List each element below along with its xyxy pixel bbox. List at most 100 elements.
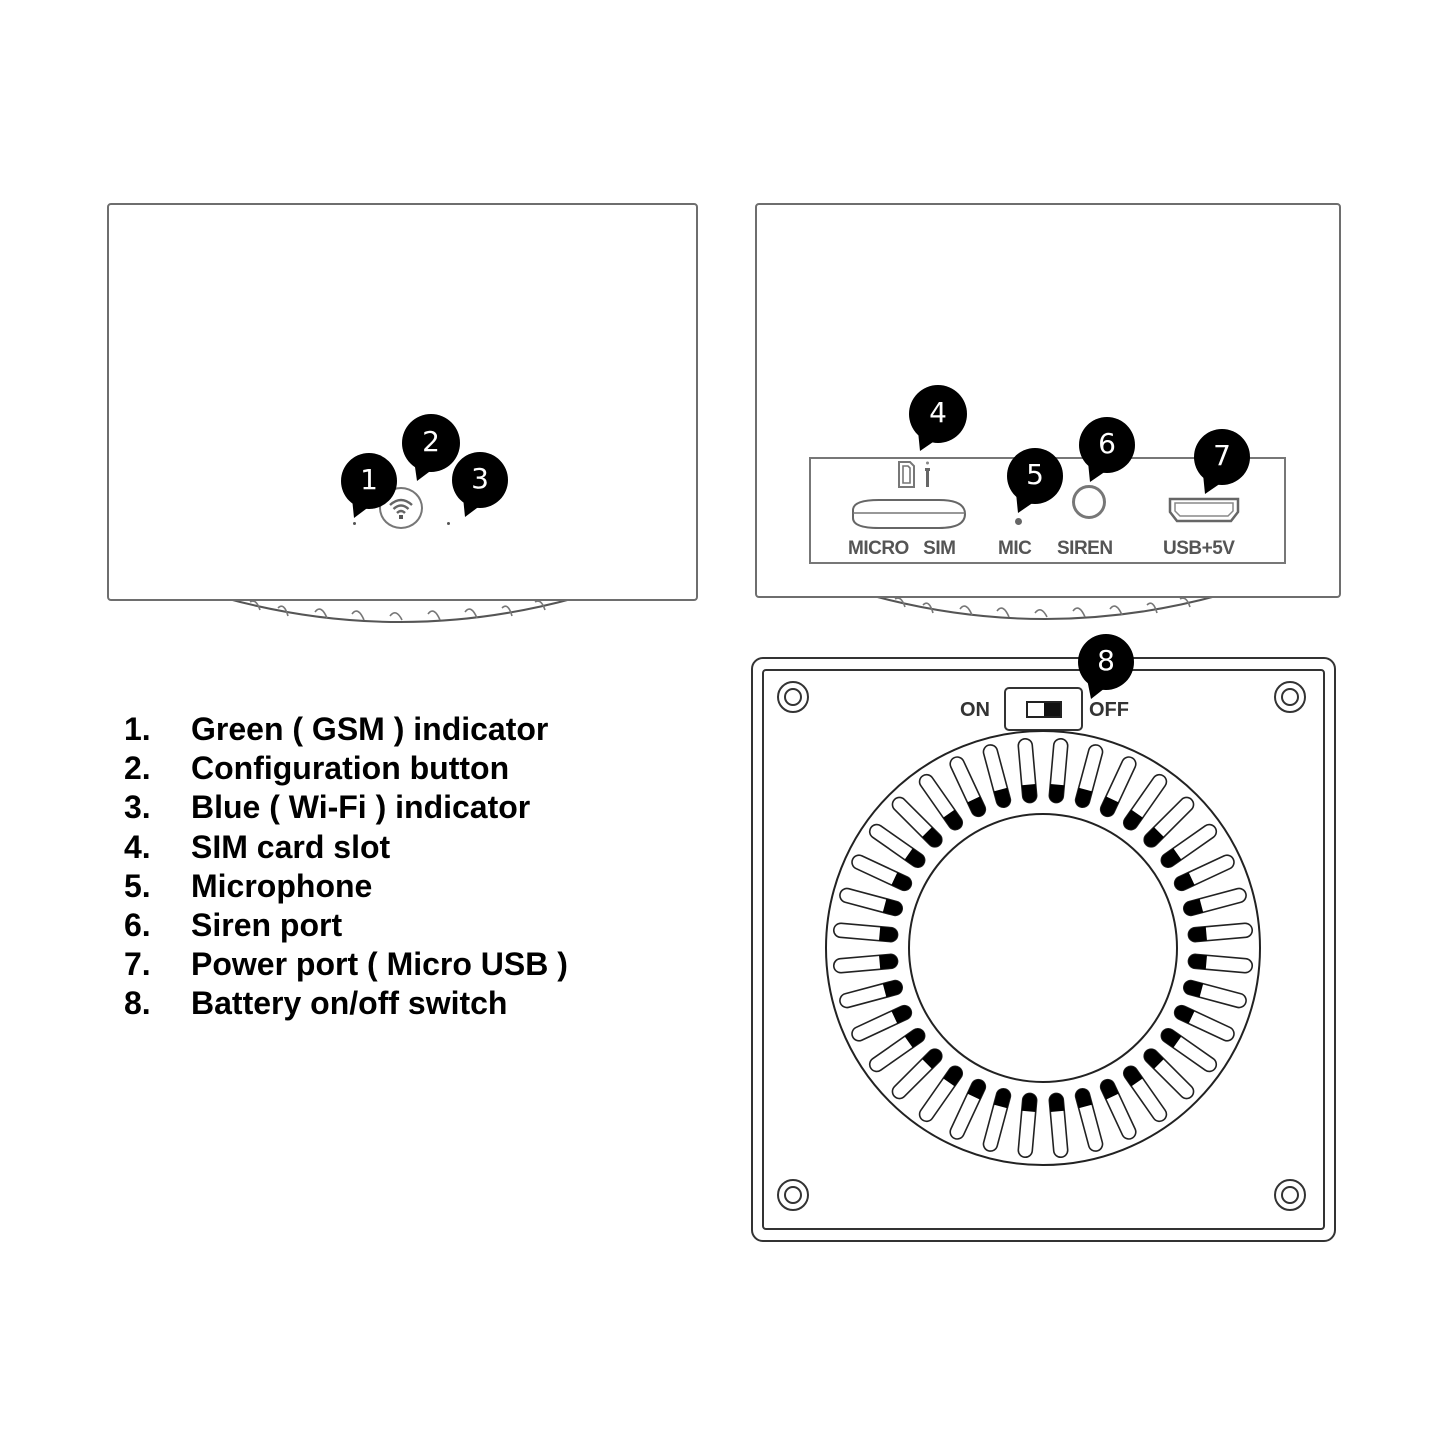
vent-slot	[949, 756, 987, 818]
callout-number: 5	[1026, 458, 1044, 491]
legend-number: 1.	[124, 711, 151, 748]
callout-number: 6	[1098, 427, 1116, 460]
callout-number: 4	[929, 396, 947, 429]
vent-slot	[1122, 1065, 1168, 1123]
vent-slot	[851, 854, 913, 892]
legend-list: 1. Green ( GSM ) indicator 2. Configuratio…	[124, 710, 568, 1024]
vent-slot	[868, 823, 926, 869]
legend-number: 3.	[124, 789, 151, 826]
vent-slot	[1182, 979, 1247, 1009]
vent-slot	[1074, 1087, 1104, 1152]
base-lip-right	[869, 594, 1221, 620]
legend-item: 8. Battery on/off switch	[124, 984, 568, 1023]
vent-slot	[1160, 823, 1218, 869]
legend-item: 3. Blue ( Wi-Fi ) indicator	[124, 788, 568, 827]
base-lip-left	[224, 597, 576, 623]
front-view-panel	[107, 203, 698, 601]
switch-knob	[1044, 703, 1060, 716]
vent-slot	[832, 953, 899, 974]
vent-slot	[839, 979, 904, 1009]
legend-item: 7. Power port ( Micro USB )	[124, 945, 568, 984]
siren-port[interactable]	[1072, 485, 1106, 519]
legend-number: 7.	[124, 946, 151, 983]
callout-5: 5	[1006, 447, 1068, 513]
legend-item: 2. Configuration button	[124, 749, 568, 788]
legend-number: 8.	[124, 985, 151, 1022]
microphone-hole	[1015, 518, 1022, 525]
sim-orientation-icon	[898, 461, 930, 488]
callout-6: 6	[1078, 416, 1140, 482]
legend-label: Microphone	[191, 867, 373, 904]
vent-slot	[1173, 854, 1235, 892]
vent-slot	[1099, 1078, 1137, 1140]
vent-slot	[891, 1048, 943, 1100]
legend-number: 2.	[124, 750, 151, 787]
callout-2: 2	[401, 414, 463, 481]
callout-3: 3	[451, 451, 513, 517]
vent-slot	[1048, 1092, 1069, 1159]
callout-8: 8	[1077, 633, 1139, 699]
vent-slot	[1187, 953, 1254, 974]
legend-item: 4. SIM card slot	[124, 828, 568, 867]
legend-number: 4.	[124, 828, 151, 865]
vent-slot	[1017, 737, 1038, 804]
vent-slot	[982, 1087, 1012, 1152]
battery-switch[interactable]	[1004, 687, 1083, 731]
callout-number: 8	[1097, 644, 1115, 677]
legend-label: Configuration button	[191, 750, 510, 787]
vent-slot	[918, 1065, 964, 1123]
vent-slot	[982, 744, 1012, 809]
vent-slot	[1099, 756, 1137, 818]
legend-label: Blue ( Wi-Fi ) indicator	[191, 789, 531, 826]
vent-slot	[1160, 1027, 1218, 1073]
legend-number: 6.	[124, 907, 151, 944]
switch-track	[1026, 701, 1062, 718]
bottom-view-inner-border	[762, 669, 1325, 1230]
siren-label: SIREN	[1057, 538, 1113, 559]
vent-slot	[1122, 773, 1168, 831]
vent-slot	[1143, 1048, 1195, 1100]
legend-label: Battery on/off switch	[191, 985, 508, 1022]
callout-number: 1	[360, 463, 378, 496]
vent-slot	[918, 773, 964, 831]
screw-icon	[777, 681, 809, 713]
vent-slot	[868, 1027, 926, 1073]
vent-slot	[832, 922, 899, 943]
vent-slot	[1017, 1092, 1038, 1159]
vent-slot	[1143, 796, 1195, 848]
wifi-indicator	[447, 522, 450, 525]
mic-label: MIC	[998, 538, 1032, 559]
wifi-icon	[389, 498, 413, 519]
switch-off-label: OFF	[1089, 699, 1129, 721]
side-view-panel	[755, 203, 1341, 598]
callout-4: 4	[908, 385, 970, 451]
gsm-indicator	[353, 522, 356, 525]
screw-icon	[777, 1179, 809, 1211]
callout-number: 3	[471, 462, 489, 495]
vent-slot	[891, 796, 943, 848]
speaker-vent-ring	[825, 730, 1261, 1166]
vent-slot	[1048, 737, 1069, 804]
vent-slot	[1182, 887, 1247, 917]
vent-slot	[839, 887, 904, 917]
legend-number: 5.	[124, 867, 151, 904]
usb-label: USB+5V	[1163, 538, 1235, 559]
legend-label: Green ( GSM ) indicator	[191, 711, 549, 748]
screw-icon	[1274, 681, 1306, 713]
legend-item: 5. Microphone	[124, 867, 568, 906]
configuration-button[interactable]	[379, 487, 423, 529]
legend-label: SIM card slot	[191, 828, 391, 865]
micro-sim-label: MICRO SIM	[848, 538, 956, 559]
vent-slot	[1187, 922, 1254, 943]
vent-slot	[1074, 744, 1104, 809]
screw-icon	[1274, 1179, 1306, 1211]
callout-1: 1	[340, 452, 402, 518]
sim-card-slot[interactable]	[849, 496, 969, 532]
bottom-view-panel	[751, 657, 1336, 1242]
legend-item: 6.Siren port	[124, 906, 568, 945]
legend-label: Power port ( Micro USB )	[191, 946, 568, 983]
callout-number: 7	[1213, 439, 1231, 472]
micro-usb-port[interactable]	[1167, 496, 1241, 524]
callout-number: 2	[422, 425, 440, 458]
legend-item: 1. Green ( GSM ) indicator	[124, 710, 568, 749]
